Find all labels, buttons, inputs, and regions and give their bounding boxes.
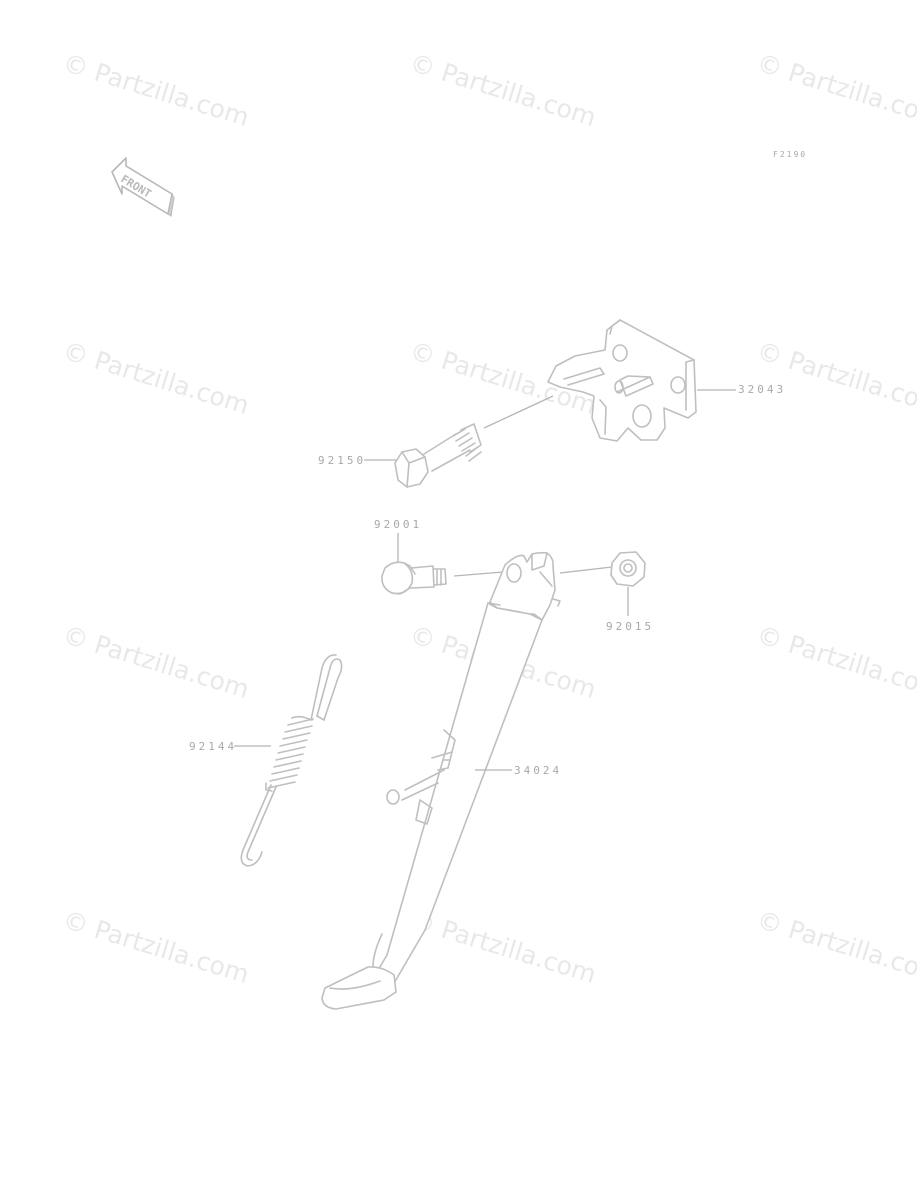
front-arrow-icon: FRONT xyxy=(111,157,175,217)
nut-92015 xyxy=(559,551,646,616)
pivot-bolt-92001 xyxy=(381,533,504,595)
bolt-92150 xyxy=(394,395,554,488)
spring-92144 xyxy=(234,654,343,867)
part-number-32043[interactable]: 32043 xyxy=(738,383,787,396)
side-stand-34024 xyxy=(321,551,561,1010)
figure-code: F2190 xyxy=(773,150,808,159)
part-number-92015[interactable]: 92015 xyxy=(606,620,655,633)
part-number-92001[interactable]: 92001 xyxy=(374,518,423,531)
part-number-92144[interactable]: 92144 xyxy=(189,740,238,753)
part-number-92150[interactable]: 92150 xyxy=(318,454,367,467)
bracket-32043 xyxy=(547,319,697,442)
part-number-34024[interactable]: 34024 xyxy=(514,764,563,777)
